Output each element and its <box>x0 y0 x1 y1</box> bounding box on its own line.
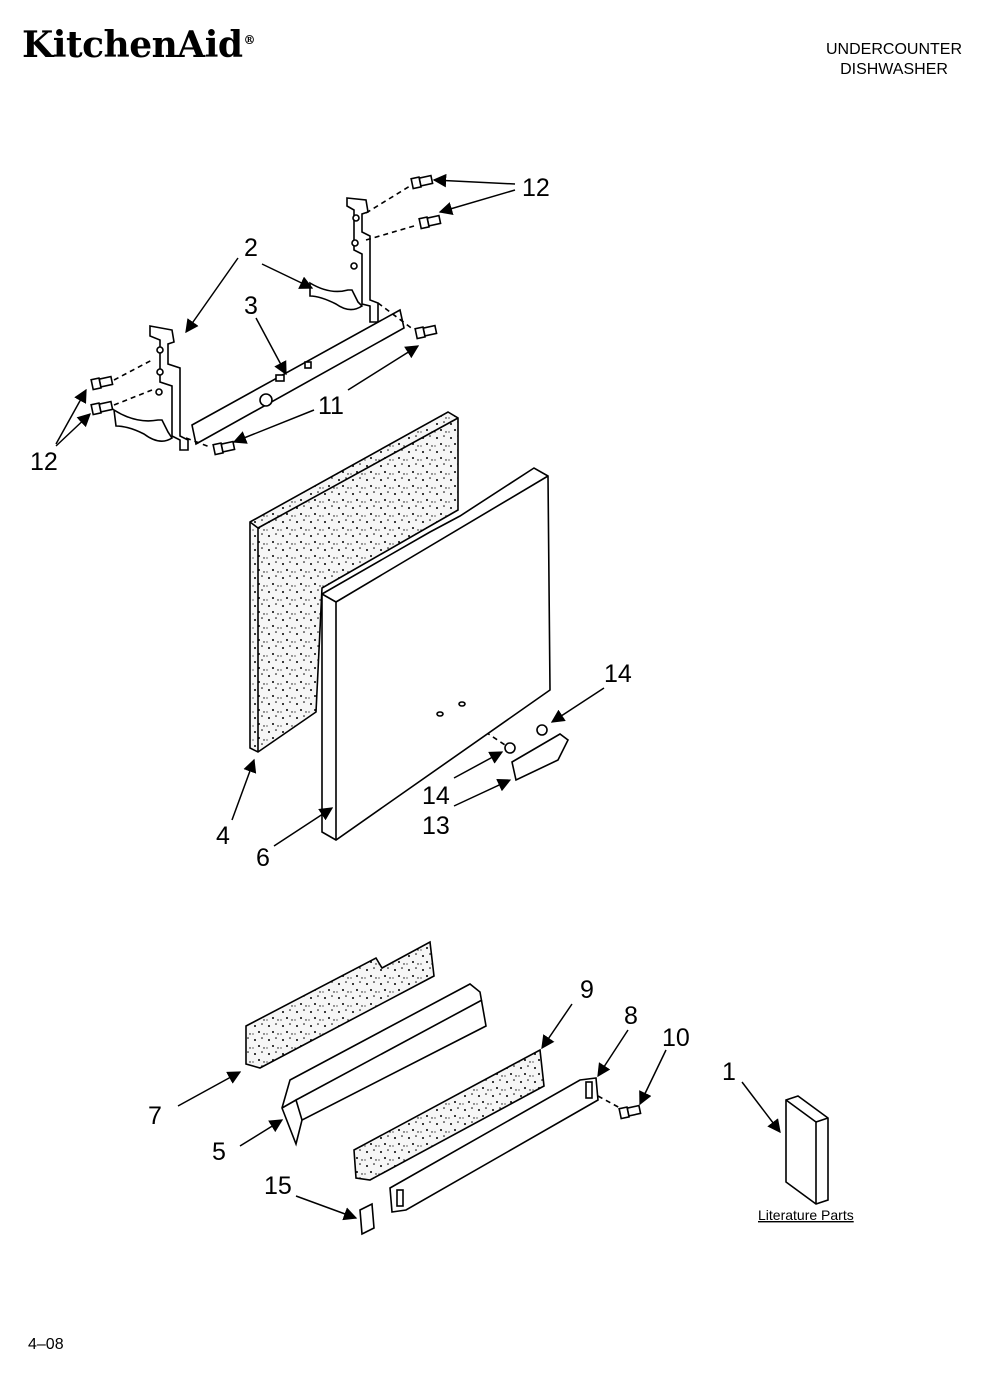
callout-15: 15 <box>264 1172 292 1200</box>
hinge-bracket-left <box>112 325 189 451</box>
screw-top-1 <box>410 174 434 190</box>
screw-top-2 <box>418 214 442 230</box>
toe-panel <box>389 1077 599 1213</box>
screws <box>90 174 442 456</box>
door-rail <box>191 308 405 446</box>
callout-10: 10 <box>662 1024 690 1052</box>
door-handle <box>504 724 570 782</box>
callout-7: 7 <box>148 1102 162 1130</box>
callout-1: 1 <box>722 1058 736 1086</box>
product-title: UNDERCOUNTER DISHWASHER <box>826 40 962 80</box>
product-title-line2: DISHWASHER <box>840 61 948 78</box>
toe-insulation <box>353 1048 545 1181</box>
leader-arrows <box>55 173 781 1221</box>
callout-11: 11 <box>318 392 344 420</box>
callout-6: 6 <box>256 844 270 872</box>
callout-14-right: 14 <box>604 660 632 688</box>
callout-12-left: 12 <box>30 448 58 476</box>
brand-name: KitchenAid <box>22 24 243 66</box>
clip <box>359 1202 375 1236</box>
brand-logo: KitchenAid® <box>22 24 256 66</box>
product-title-line1: UNDERCOUNTER <box>826 41 962 58</box>
screw-left-2 <box>90 400 114 416</box>
literature-parts-label: Literature Parts <box>758 1207 854 1223</box>
page-code: 4–08 <box>28 1336 64 1353</box>
screw-rail-left <box>212 440 236 456</box>
literature-booklet <box>785 1095 829 1205</box>
callout-14-left: 14 <box>422 782 450 810</box>
callout-2: 2 <box>244 234 258 262</box>
toe-panel-bracket <box>281 983 487 1147</box>
door-insulation <box>249 411 459 753</box>
callout-12-top: 12 <box>522 174 550 202</box>
screw-toe <box>618 1104 642 1120</box>
brand-registered-mark: ® <box>243 33 256 47</box>
screw-left-1 <box>90 375 114 391</box>
callout-13: 13 <box>422 812 450 840</box>
callout-5: 5 <box>212 1138 226 1166</box>
callout-labels: 12 2 3 11 12 4 6 14 14 13 9 8 10 1 7 5 1… <box>30 174 854 1223</box>
screw-rail-right <box>414 324 438 340</box>
callout-3: 3 <box>244 292 258 320</box>
kickplate-insulation <box>245 940 435 1069</box>
callout-9: 9 <box>580 976 594 1004</box>
outer-door-panel <box>321 467 551 841</box>
callout-4: 4 <box>216 822 230 850</box>
hinge-bracket-right <box>309 197 379 323</box>
callout-8: 8 <box>624 1002 638 1030</box>
